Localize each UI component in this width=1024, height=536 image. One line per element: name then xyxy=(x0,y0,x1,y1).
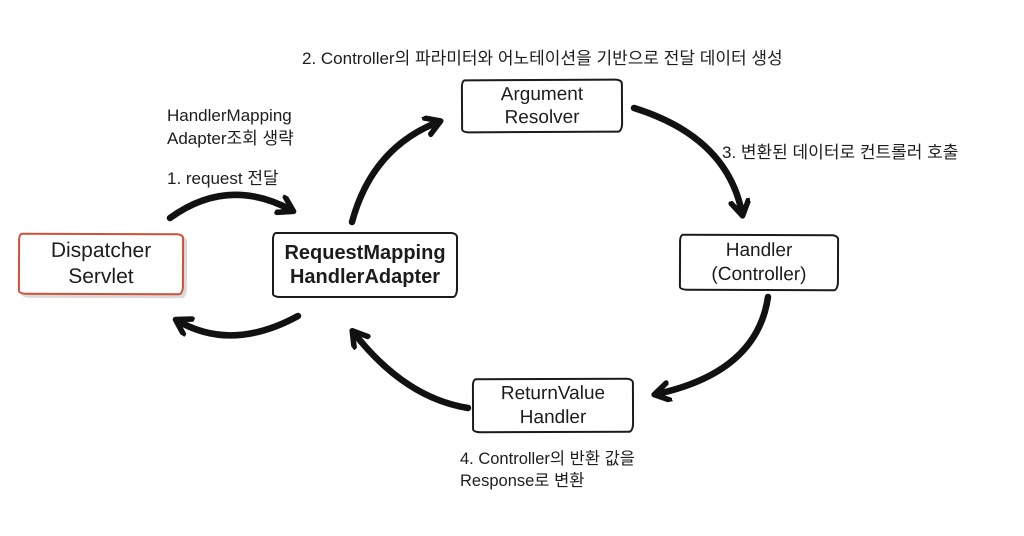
annotation-handlermapping-line2: Adapter조회 생략 xyxy=(167,129,294,148)
annotation-handlermapping-line1: HandlerMapping xyxy=(167,106,292,125)
arrow-adapter-to-dispatcher xyxy=(178,312,302,339)
node-requestmapping-line1: RequestMapping xyxy=(284,241,446,264)
annotation-step3: 3. 변환된 데이터로 컨트롤러 호출 xyxy=(722,143,959,162)
node-requestmapping-handleradapter: RequestMapping HandlerAdapter xyxy=(272,232,458,298)
node-requestmapping-line2: HandlerAdapter xyxy=(289,266,441,288)
node-dispatcher-servlet-line2: Servlet xyxy=(68,264,134,289)
node-handler-controller-line1: Handler xyxy=(725,240,793,262)
node-argument-resolver-line1: Argument xyxy=(500,83,584,106)
node-argument-resolver-line2: Resolver xyxy=(504,106,580,129)
arrow-returnvalue-to-adapter xyxy=(354,333,472,412)
node-returnvalue-handler-line2: Handler xyxy=(519,406,587,428)
arrow-adapter-to-argument-resolver xyxy=(348,122,438,226)
node-returnvalue-handler: ReturnValue Handler xyxy=(471,377,635,434)
node-dispatcher-servlet: Dispatcher Servlet xyxy=(17,232,185,296)
arrow-dispatcher-to-adapter xyxy=(166,191,291,222)
node-handler-controller-line2: (Controller) xyxy=(711,263,807,285)
node-dispatcher-servlet-line1: Dispatcher xyxy=(50,239,152,263)
annotation-step2: 2. Controller의 파라미터와 어노테이션을 기반으로 전달 데이터 … xyxy=(302,49,783,68)
annotation-step4-line2: Response로 변환 xyxy=(460,472,585,490)
annotation-step1: 1. request 전달 xyxy=(167,169,279,188)
annotation-step4-line1: 4. Controller의 반환 값을 xyxy=(460,450,635,468)
node-returnvalue-handler-line1: ReturnValue xyxy=(500,383,606,405)
arrow-handler-to-returnvalue xyxy=(657,293,772,394)
annotation-handlermapping-skip: HandlerMapping Adapter조회 생략 xyxy=(167,104,294,150)
annotation-step4: 4. Controller의 반환 값을 Response로 변환 xyxy=(460,448,635,492)
node-handler-controller: Handler (Controller) xyxy=(678,233,840,292)
node-argument-resolver: Argument Resolver xyxy=(460,78,624,134)
